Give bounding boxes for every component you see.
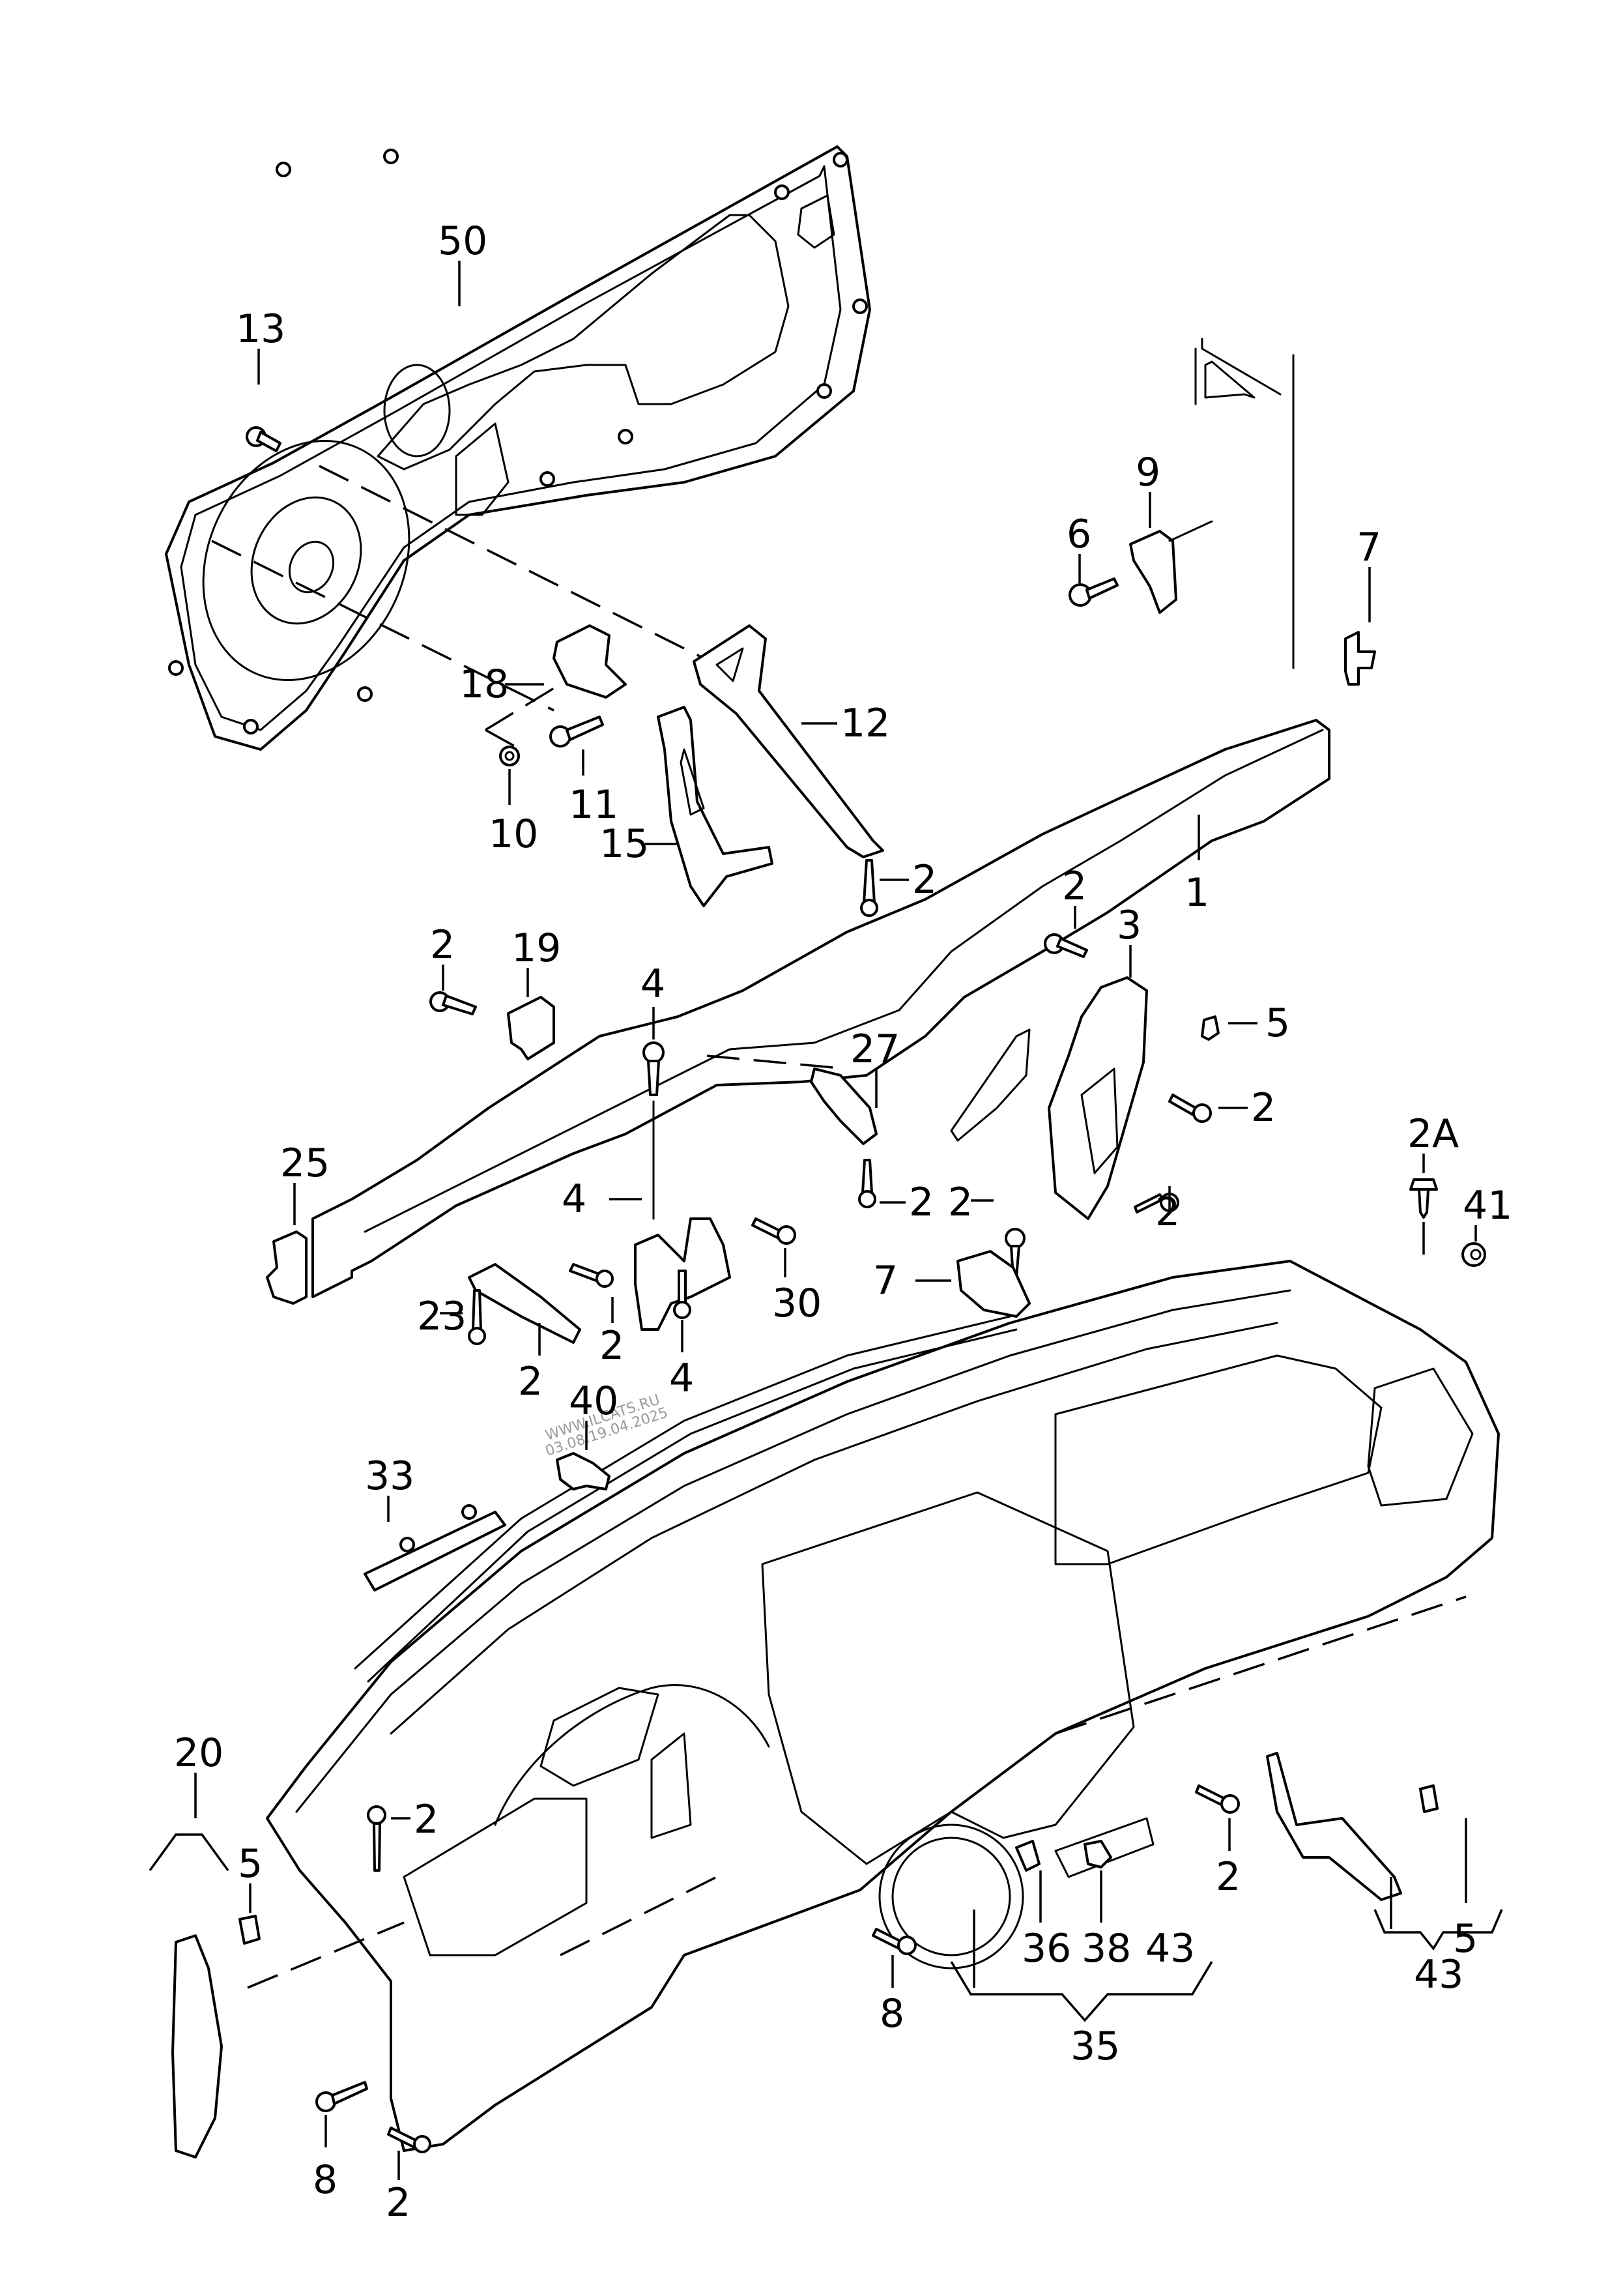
part-1-cross-member[interactable]	[311, 719, 1330, 1298]
part-7-clip-left[interactable]	[266, 1230, 308, 1305]
callout-2[interactable]: 2	[386, 2180, 410, 2226]
part-5-clip-nut[interactable]	[238, 1915, 261, 1945]
part-40-clip[interactable]	[556, 1452, 610, 1490]
part-27-bracket[interactable]	[810, 1068, 878, 1145]
callout-35[interactable]: 35	[1070, 2024, 1120, 2069]
callout-13[interactable]: 13	[236, 306, 285, 352]
part-4-screw[interactable]	[751, 1217, 796, 1245]
callout-36[interactable]: 36	[1022, 1926, 1071, 1971]
callout-2[interactable]: 2	[1155, 1189, 1180, 1235]
part-13-bolt[interactable]	[246, 426, 281, 452]
defroster-vent-strip	[354, 1315, 1018, 1683]
callout-2[interactable]: 2	[1251, 1085, 1276, 1131]
callout-2[interactable]: 2	[1062, 864, 1087, 909]
callout-3[interactable]: 3	[1117, 903, 1142, 948]
part-41-nut[interactable]	[1461, 1242, 1486, 1267]
part-36-clip[interactable]	[1015, 1840, 1041, 1872]
callout-8[interactable]: 8	[880, 1991, 904, 2037]
part-50-insulation-panel[interactable]	[165, 145, 871, 751]
part-38-clip[interactable]	[1084, 1840, 1112, 1868]
callout-11[interactable]: 11	[569, 782, 618, 828]
callout-27[interactable]: 27	[850, 1026, 900, 1072]
part-23-bracket[interactable]	[468, 1263, 581, 1344]
part-5-clip-nut[interactable]	[1419, 1784, 1439, 1813]
part-20-side-bracket[interactable]	[171, 1934, 223, 2158]
callout-4[interactable]: 30	[772, 1281, 822, 1326]
callout-12[interactable]: 12	[840, 701, 890, 746]
callout-7[interactable]: 25	[280, 1141, 330, 1186]
callout-10[interactable]: 10	[489, 811, 538, 857]
callout-2[interactable]: 2	[430, 922, 455, 968]
part-2-screw[interactable]	[468, 1289, 486, 1345]
part-4-screw[interactable]	[673, 1270, 691, 1319]
callout-8[interactable]: 8	[313, 2157, 338, 2203]
callout-5[interactable]: 5	[1265, 1000, 1290, 1046]
callout-30[interactable]: 7	[873, 1258, 898, 1303]
callout-2[interactable]: 2	[1216, 1854, 1241, 1900]
part-10-nut[interactable]	[499, 746, 520, 766]
callout-1[interactable]: 1	[1185, 870, 1209, 916]
callout-2[interactable]: 2	[414, 1797, 438, 1842]
callout-19[interactable]: 19	[511, 925, 561, 971]
part-5-clip-nut[interactable]	[1201, 1015, 1220, 1041]
callout-9[interactable]: 9	[1136, 450, 1160, 495]
part-15-support-bracket[interactable]	[657, 706, 773, 907]
part-2A-bolt[interactable]	[1409, 1178, 1438, 1219]
part-7-clip-right[interactable]	[1344, 631, 1376, 686]
part-2-bolt[interactable]	[569, 1263, 614, 1288]
callout-2[interactable]: 2	[599, 1323, 624, 1369]
part-2-screw[interactable]	[1195, 1784, 1240, 1814]
callout-2[interactable]: 23	[417, 1294, 467, 1339]
part-2-screw[interactable]	[860, 859, 878, 917]
callout-2[interactable]: 2	[909, 1180, 934, 1225]
part-2-bolt[interactable]	[1168, 1094, 1212, 1123]
part-4-screw[interactable]	[642, 1041, 665, 1096]
callout-18[interactable]: 18	[459, 661, 509, 707]
callout-4[interactable]: 4	[669, 1356, 694, 1401]
part-2-bolt[interactable]	[1044, 933, 1088, 958]
callout-20[interactable]: 20	[174, 1730, 223, 1776]
part-2-screw[interactable]	[367, 1805, 386, 1872]
part-8-screw[interactable]	[872, 1928, 917, 1955]
part-30-bracket[interactable]	[956, 1250, 1031, 1318]
part-6-bolt[interactable]	[1069, 577, 1119, 607]
callout-5[interactable]: 5	[1453, 1916, 1478, 1962]
part-8-screw[interactable]	[315, 2081, 368, 2112]
a-pillar-outline	[1194, 338, 1295, 669]
part-19-bracket[interactable]	[507, 996, 555, 1060]
callout-41[interactable]: 41	[1463, 1183, 1512, 1228]
part-3-mounting-bracket[interactable]	[950, 976, 1148, 1220]
part-9-bracket[interactable]	[1129, 520, 1213, 614]
part-11-bolt[interactable]	[549, 716, 604, 748]
callout-23[interactable]: 2	[518, 1359, 543, 1404]
part-33-trim-clip[interactable]	[364, 1504, 506, 1591]
callout-4[interactable]: 4	[640, 961, 665, 1007]
panel-fastener-studs	[168, 149, 868, 734]
callout-15[interactable]: 15	[599, 821, 649, 867]
callout-43[interactable]: 43	[1414, 1952, 1463, 1998]
callout-7[interactable]: 7	[1357, 525, 1381, 570]
callout-5[interactable]: 5	[238, 1841, 263, 1887]
callout-50[interactable]: 50	[438, 218, 487, 264]
part-18-bracket[interactable]	[553, 624, 627, 699]
callout-38[interactable]: 38	[1082, 1926, 1131, 1971]
callout-2[interactable]: 2	[948, 1180, 973, 1225]
part-12-support-strut[interactable]	[693, 624, 884, 858]
part-2-bolt[interactable]	[429, 991, 477, 1015]
callout-25[interactable]: 4	[562, 1176, 586, 1222]
part-2-screw[interactable]	[387, 2127, 431, 2153]
callout-6[interactable]: 6	[1067, 512, 1091, 557]
callout-33[interactable]: 33	[365, 1453, 414, 1499]
callout-40[interactable]: 40	[569, 1378, 618, 1424]
part-2-screw[interactable]	[858, 1159, 876, 1208]
callout-2A[interactable]: 2A	[1407, 1111, 1459, 1157]
callout-43[interactable]: 43	[1145, 1926, 1195, 1971]
part-43-bracket[interactable]	[1266, 1752, 1402, 1901]
